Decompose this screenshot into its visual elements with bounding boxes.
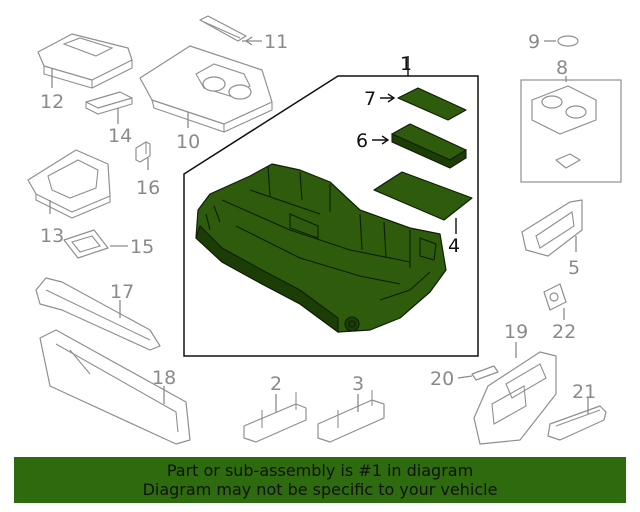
- callout-22: 22: [552, 321, 576, 343]
- banner-line-2: Diagram may not be specific to your vehi…: [142, 480, 498, 499]
- callout-6: 6: [356, 130, 368, 152]
- part-20-strip: [471, 365, 499, 381]
- leader-6: [372, 135, 390, 145]
- callout-7: 7: [364, 88, 376, 110]
- part-5-side-bracket: [521, 199, 583, 257]
- leader-7: [380, 93, 396, 103]
- callout-21: 21: [572, 381, 596, 403]
- callout-14: 14: [108, 125, 132, 147]
- callout-5: 5: [568, 257, 580, 279]
- part-21-trim: [547, 405, 607, 441]
- part-3-bracket: [317, 390, 385, 443]
- callout-10: 10: [176, 131, 200, 153]
- leader-20: [457, 375, 473, 379]
- callout-8: 8: [556, 57, 568, 79]
- part-6-storage-tray: [391, 123, 467, 169]
- part-16-bracket: [135, 141, 151, 163]
- part-10-console-top: [139, 45, 273, 133]
- callout-4: 4: [448, 235, 460, 257]
- callout-15: 15: [130, 236, 154, 258]
- part-17-side-trim: [35, 277, 161, 351]
- parts-diagram: 11 12 10 14 16 13: [27, 15, 622, 445]
- callout-1: 1: [400, 53, 412, 75]
- part-8-cup-holder: [531, 85, 597, 169]
- callout-9: 9: [528, 31, 540, 53]
- part-22-clip: [543, 283, 567, 311]
- callout-11: 11: [264, 31, 288, 53]
- part-14-bezel: [85, 91, 133, 115]
- part-2-bracket: [243, 392, 307, 443]
- callout-3: 3: [352, 373, 364, 395]
- callout-17: 17: [110, 281, 134, 303]
- callout-12: 12: [40, 91, 64, 113]
- info-banner: Part or sub-assembly is #1 in diagram Di…: [14, 457, 626, 503]
- banner-line-1: Part or sub-assembly is #1 in diagram: [166, 461, 474, 480]
- arrow-11: [245, 36, 253, 46]
- callout-2: 2: [270, 373, 282, 395]
- part-15-panel: [63, 229, 109, 259]
- part-18-lower-panel: [39, 329, 191, 445]
- part-4-bin-mat: [373, 171, 473, 221]
- callout-18: 18: [152, 367, 176, 389]
- part-19-rear-panel: [473, 351, 557, 445]
- part-11-trim-strip: [199, 15, 247, 42]
- callout-20: 20: [430, 368, 454, 390]
- part-1-console-assembly: [195, 163, 447, 334]
- callout-16: 16: [136, 177, 160, 199]
- part-7-tray-mat: [397, 87, 467, 121]
- part-12-armrest-lid: [37, 33, 133, 89]
- callout-13: 13: [40, 225, 64, 247]
- part-13-storage-bin: [27, 149, 111, 219]
- part-9-plug: [557, 35, 579, 47]
- callout-19: 19: [504, 321, 528, 343]
